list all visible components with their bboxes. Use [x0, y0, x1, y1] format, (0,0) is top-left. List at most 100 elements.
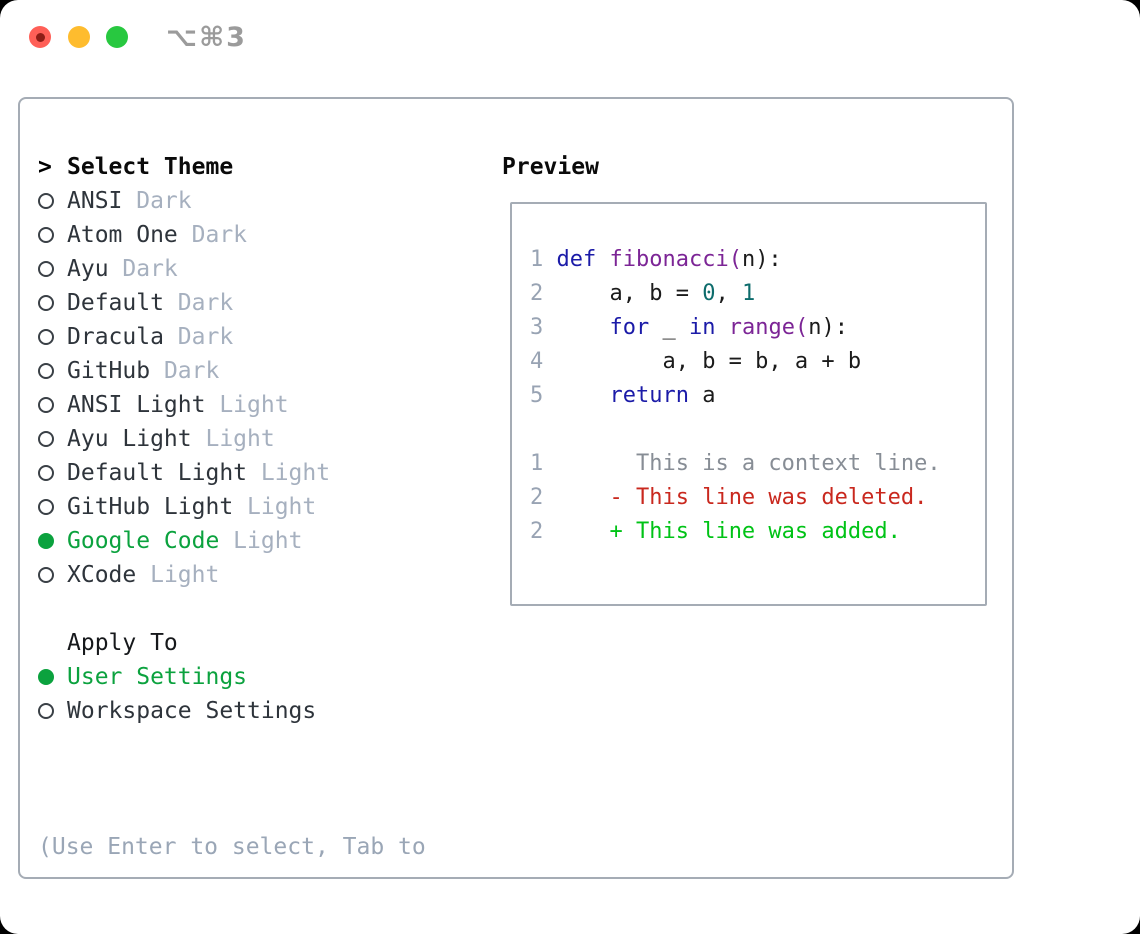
theme-name: ANSI — [67, 188, 123, 214]
code-token: 1 — [741, 281, 756, 306]
code-token: 1 — [530, 451, 544, 476]
theme-option[interactable]: GitHub Dark — [38, 354, 498, 388]
theme-variant-tag: Light — [247, 460, 331, 486]
theme-list-title: Select Theme — [67, 154, 234, 180]
theme-list-header-row: > Select Theme — [38, 150, 498, 184]
code-line: 3 for _ in range(n): — [530, 311, 975, 345]
code-token: + This line was added. — [609, 519, 901, 544]
theme-option[interactable]: Default Dark — [38, 286, 498, 320]
code-token: return — [609, 383, 689, 408]
theme-variant-tag: Dark — [163, 324, 234, 350]
theme-option[interactable]: GitHub Light Light — [38, 490, 498, 524]
code-line: 2 - This line was deleted. — [530, 481, 975, 515]
zoom-button[interactable] — [106, 26, 128, 48]
theme-option[interactable]: XCode Light — [38, 558, 498, 592]
radio-marker — [38, 499, 67, 515]
close-dot-icon — [35, 32, 45, 42]
apply-to-label: Workspace Settings — [67, 698, 317, 724]
radio-marker — [38, 261, 67, 277]
theme-name: Default Light — [67, 460, 248, 486]
theme-option[interactable]: Ayu Light Light — [38, 422, 498, 456]
radio-marker — [38, 295, 67, 311]
code-token: a, b = b, a + b — [556, 349, 862, 374]
close-button[interactable] — [29, 26, 51, 48]
radio-icon — [38, 499, 54, 515]
radio-marker — [38, 397, 67, 413]
code-line: 5 return a — [530, 379, 975, 413]
theme-name: Ayu Light — [67, 426, 192, 452]
code-line: 2 + This line was added. — [530, 515, 975, 549]
theme-name: Google Code — [67, 528, 220, 554]
radio-marker — [38, 363, 67, 379]
radio-marker — [38, 669, 67, 685]
code-token: 0 — [702, 281, 716, 306]
theme-option[interactable]: Default Light Light — [38, 456, 498, 490]
theme-option[interactable]: Ayu Dark — [38, 252, 498, 286]
theme-option[interactable]: Atom One Dark — [38, 218, 498, 252]
titlebar: ⌥⌘3 — [0, 0, 1140, 76]
code-line — [530, 413, 975, 447]
code-token — [557, 315, 610, 340]
theme-variant-tag: Dark — [177, 222, 248, 248]
radio-icon — [38, 329, 54, 345]
radio-marker — [38, 227, 67, 243]
code-line: 1 This is a context line. — [530, 447, 975, 481]
radio-icon — [38, 465, 54, 481]
code-token: a — [688, 383, 716, 408]
apply-to-title: Apply To — [67, 630, 178, 656]
code-token: 4 — [530, 349, 557, 374]
theme-variant-tag: Dark — [163, 290, 234, 316]
code-token: def — [556, 247, 610, 272]
theme-variant-tag: Light — [191, 426, 275, 452]
theme-option[interactable]: Dracula Dark — [38, 320, 498, 354]
radio-marker — [38, 703, 67, 719]
radio-icon — [38, 431, 54, 447]
theme-variant-tag: Dark — [108, 256, 178, 282]
code-token — [557, 383, 610, 408]
theme-option[interactable]: ANSI Dark — [38, 184, 498, 218]
radio-marker — [38, 567, 67, 583]
minimize-button[interactable] — [68, 26, 90, 48]
apply-to-header-row: Apply To — [38, 626, 498, 660]
code-token: - This line was deleted. — [609, 485, 928, 510]
theme-option[interactable]: ANSI Light Light — [38, 388, 498, 422]
code-token — [715, 315, 728, 340]
theme-variant-tag: Light — [219, 528, 303, 554]
radio-marker — [38, 465, 67, 481]
theme-name: Dracula — [67, 324, 164, 350]
code-token — [543, 485, 609, 510]
code-line: 2 a, b = 0, 1 — [530, 277, 975, 311]
radio-icon — [38, 295, 54, 311]
radio-marker — [38, 193, 67, 209]
theme-name: XCode — [67, 562, 137, 588]
radio-icon — [38, 363, 54, 379]
apply-to-option[interactable]: User Settings — [38, 660, 498, 694]
code-token: n — [808, 315, 822, 340]
theme-variant-tag: Light — [233, 494, 317, 520]
theme-name: Atom One — [67, 222, 178, 248]
code-token: n — [741, 247, 756, 272]
code-token: a, b = — [556, 281, 703, 306]
theme-name: GitHub — [67, 358, 151, 384]
theme-option[interactable]: Google Code Light — [38, 524, 498, 558]
focus-caret-icon: > — [38, 154, 52, 180]
radio-icon — [38, 703, 54, 719]
theme-variant-tag: Light — [205, 392, 289, 418]
theme-name: GitHub Light — [67, 494, 234, 520]
code-token: _ — [649, 315, 689, 340]
code-token: for — [609, 315, 650, 340]
theme-variant-tag: Dark — [122, 188, 192, 214]
theme-name: Default — [67, 290, 164, 316]
code-token — [543, 519, 609, 544]
apply-to-option[interactable]: Workspace Settings — [38, 694, 498, 728]
apply-to-label: User Settings — [67, 664, 248, 690]
radio-marker — [38, 329, 67, 345]
